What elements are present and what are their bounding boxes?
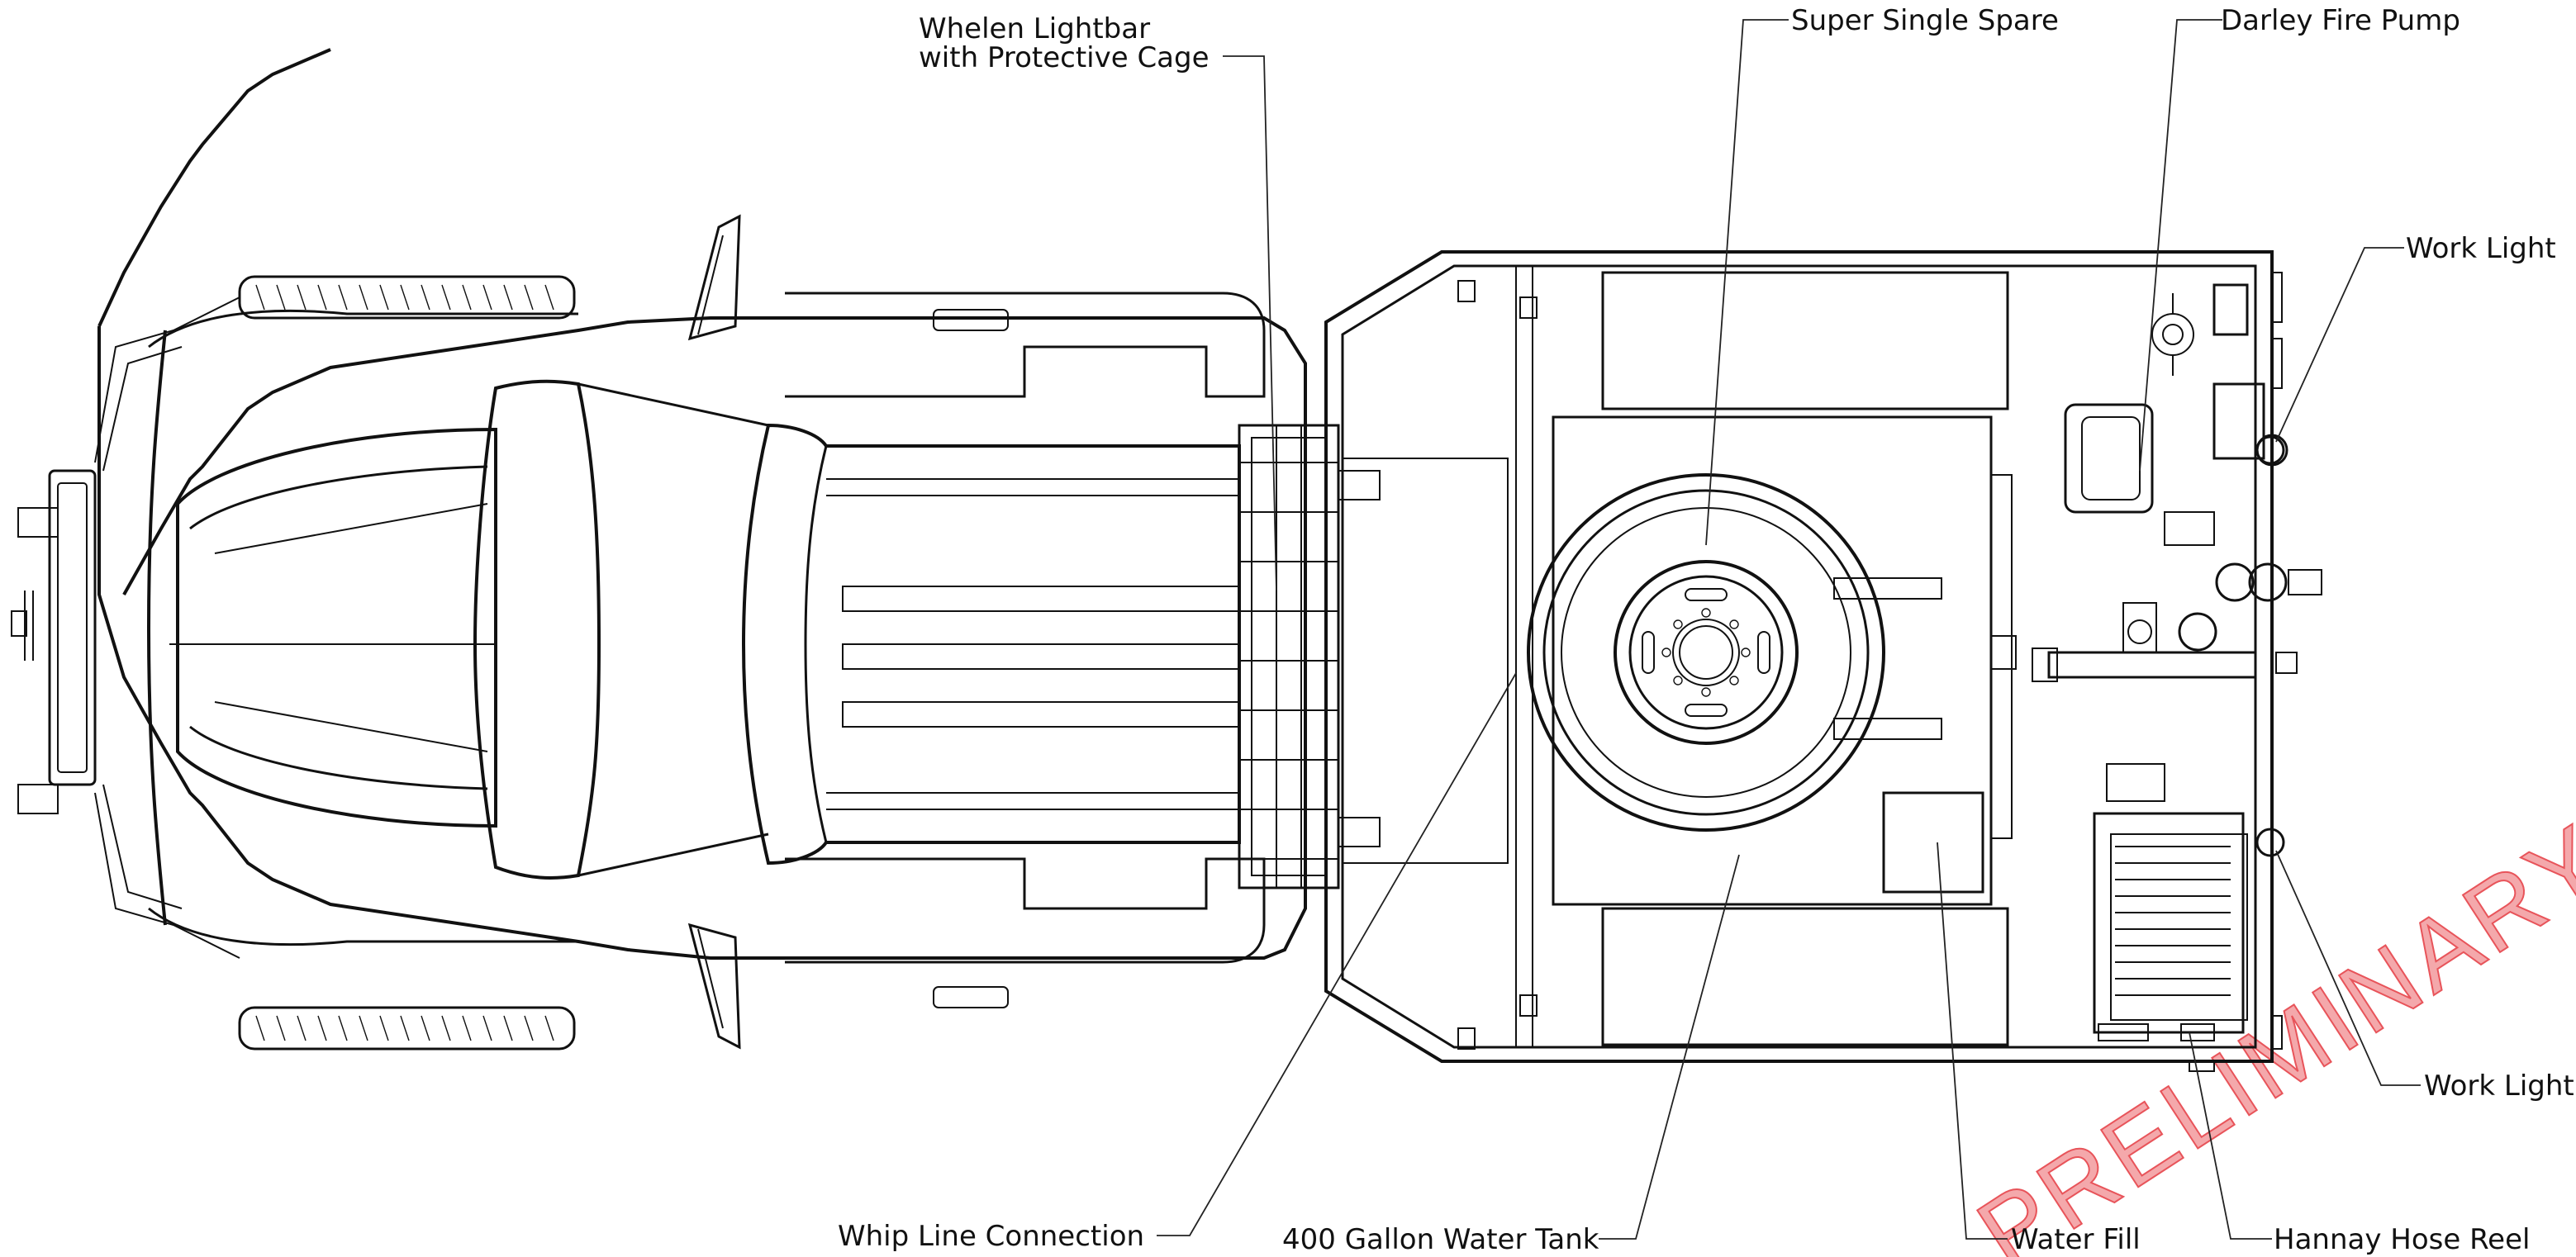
mirror-top: [687, 214, 741, 341]
callout-work-light-top: Work Light: [2406, 232, 2556, 265]
skid-unit: [1324, 250, 2322, 1072]
watermark-text: PRELIMINARY: [1959, 803, 2576, 1257]
callout-hose-reel: Hannay Hose Reel: [2274, 1223, 2530, 1256]
callout-lightbar-line2: with Protective Cage: [919, 41, 1210, 74]
callout-super-single-spare: Super Single Spare: [1791, 4, 2059, 37]
callout-water-fill: Water Fill: [2011, 1223, 2141, 1256]
front-tires: [238, 275, 576, 1051]
callout-work-light-bottom: Work Light: [2424, 1070, 2574, 1103]
leader-lines: [1157, 19, 2421, 1240]
hose-reel: [2093, 763, 2248, 1041]
water-tank: [1552, 415, 1993, 906]
pump-assembly: [2032, 283, 2322, 682]
lightbar-cage: [1238, 424, 1381, 889]
callout-lightbar-line1: Whelen Lightbar: [919, 12, 1150, 45]
callout-labels: Whelen Lightbar with Protective Cage Sup…: [838, 4, 2574, 1256]
mirror-bottom: [687, 923, 741, 1050]
callout-water-tank: 400 Gallon Water Tank: [1282, 1223, 1599, 1256]
water-fill-box: [1882, 791, 1984, 894]
truck-cab: [11, 48, 1381, 1051]
spare-tire: [1527, 473, 1942, 832]
callout-whip-line: Whip Line Connection: [838, 1220, 1144, 1253]
roof-ribs: [826, 478, 1240, 810]
watermark: PRELIMINARY: [1958, 802, 2576, 1257]
work-light-top: [2255, 435, 2285, 465]
callout-darley-fire-pump: Darley Fire Pump: [2221, 4, 2460, 37]
work-light-bottom: [2255, 828, 2285, 857]
